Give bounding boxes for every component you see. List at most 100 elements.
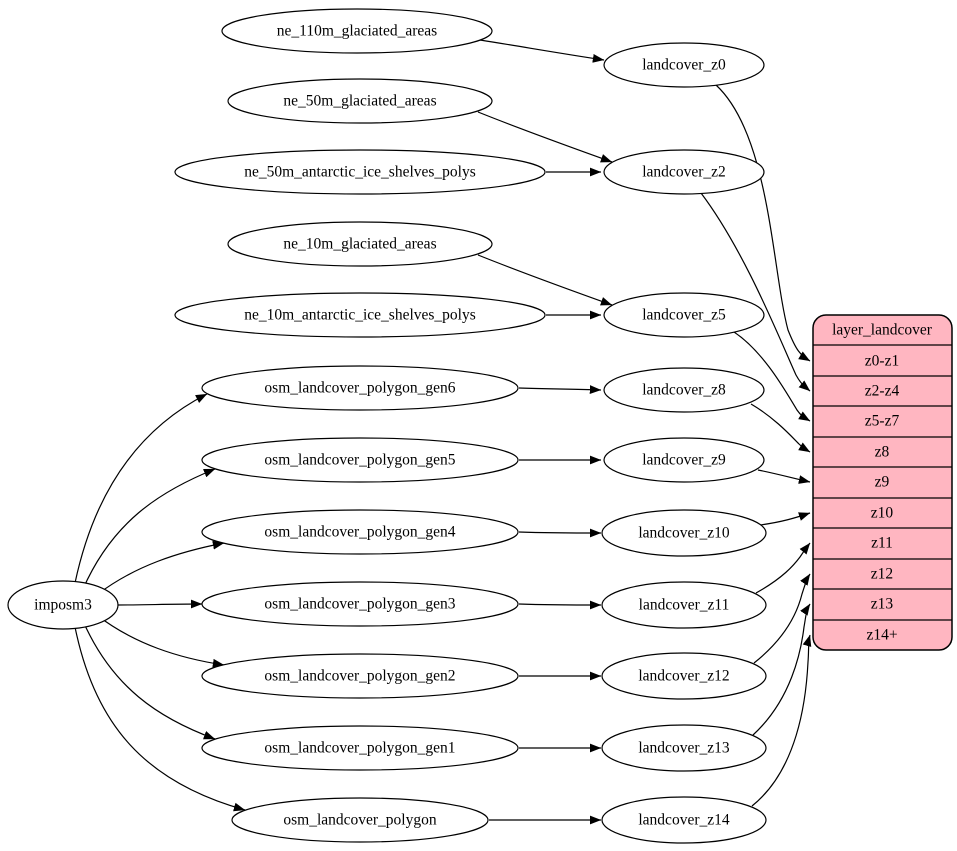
node-osm-landcover-polygon-gen4: osm_landcover_polygon_gen4 (201, 509, 519, 555)
ellipse-shape (603, 42, 765, 88)
node-label: osm_landcover_polygon_gen5 (264, 452, 455, 469)
edge-imposm3-to-gen1 (82, 620, 216, 740)
node-label: osm_landcover_polygon_gen4 (264, 524, 455, 541)
node-landcover-z14: landcover_z14 (601, 796, 767, 844)
node-landcover-z10: landcover_z10 (601, 509, 767, 557)
edge-imposm3-to-gen2 (97, 615, 225, 668)
ellipse-shape (601, 796, 767, 844)
node-label: landcover_z5 (642, 307, 726, 324)
edge-ne110m-glaciated-to-z0 (479, 39, 605, 63)
ellipse-shape (603, 437, 765, 483)
edge-z12-to-row-z12 (753, 573, 811, 664)
node-label: ne_110m_glaciated_areas (277, 23, 437, 40)
edge-z11-to-row-z11 (755, 542, 811, 594)
node-landcover-z13: landcover_z13 (601, 724, 767, 772)
edge-gen4-to-z10 (518, 528, 602, 538)
node-label: ne_10m_antarctic_ice_shelves_polys (244, 307, 476, 324)
edge-imposm3-to-gen4 (97, 540, 225, 595)
ellipse-shape (601, 724, 767, 772)
ellipse-shape (601, 581, 767, 629)
node-ne-110m-glaciated-areas: ne_110m_glaciated_areas (221, 8, 493, 54)
edge-z13-to-row-z13 (752, 603, 811, 736)
edge-imposm3-to-gen6 (74, 393, 208, 584)
node-label: imposm3 (34, 597, 92, 614)
ellipse-shape (221, 8, 493, 54)
record-row-z5-z7: z5-z7 (865, 413, 900, 430)
node-label: landcover_z0 (642, 57, 726, 74)
node-label: osm_landcover_polygon_gen6 (264, 380, 455, 397)
edge-z8-to-row-z8 (750, 403, 811, 453)
edge-ne10m-glaciated-to-z5 (477, 254, 613, 306)
node-label: ne_50m_antarctic_ice_shelves_polys (244, 164, 476, 181)
ellipse-shape (227, 221, 493, 267)
node-osm-landcover-polygon-gen5: osm_landcover_polygon_gen5 (201, 437, 519, 483)
node-label: landcover_z14 (638, 812, 729, 829)
edge-gen3-to-z11 (518, 600, 602, 610)
node-ne-50m-antarctic-ice-shelves-polys: ne_50m_antarctic_ice_shelves_polys (174, 149, 546, 195)
ellipse-shape (603, 367, 765, 413)
edge-z2-to-row-z2-z4 (700, 192, 811, 392)
record-layer-landcover: layer_landcover z0-z1 z2-z4 z5-z7 z8 z9 … (812, 314, 953, 651)
ellipse-shape (201, 509, 519, 555)
record-row-z9: z9 (875, 474, 890, 491)
node-label: ne_50m_glaciated_areas (283, 93, 436, 110)
node-imposm3: imposm3 (7, 580, 119, 630)
record-body (812, 314, 953, 651)
record-row-z11: z11 (871, 535, 893, 552)
ellipse-shape (231, 797, 489, 843)
node-ne-10m-glaciated-areas: ne_10m_glaciated_areas (227, 221, 493, 267)
node-label: osm_landcover_polygon_gen1 (264, 740, 455, 757)
edge-gen6-to-z8 (518, 385, 602, 395)
ellipse-shape (227, 78, 493, 124)
node-osm-landcover-polygon-gen6: osm_landcover_polygon_gen6 (201, 365, 519, 411)
ellipse-shape (174, 149, 546, 195)
record-row-z12: z12 (871, 566, 893, 583)
ellipse-shape (601, 509, 767, 557)
edge-z9-to-row-z9 (757, 469, 811, 484)
node-osm-landcover-polygon-gen3: osm_landcover_polygon_gen3 (201, 581, 519, 627)
record-row-z14plus: z14+ (866, 627, 897, 644)
node-label: ne_10m_glaciated_areas (283, 236, 436, 253)
edge-imposm3-to-gen5 (82, 468, 216, 590)
ellipse-shape (603, 149, 765, 195)
node-label: landcover_z8 (642, 382, 726, 399)
node-label: osm_landcover_polygon (283, 812, 437, 829)
ellipse-shape (603, 292, 765, 338)
node-label: landcover_z12 (638, 668, 729, 685)
node-landcover-z8: landcover_z8 (603, 367, 765, 413)
record-row-z13: z13 (871, 596, 894, 613)
ellipse-shape (201, 365, 519, 411)
node-label: osm_landcover_polygon_gen3 (264, 596, 455, 613)
node-label: landcover_z9 (642, 452, 726, 469)
node-label: landcover_z10 (638, 525, 729, 542)
ellipse-shape (201, 581, 519, 627)
edge-z0-to-row-z0-z1 (715, 84, 811, 362)
ellipse-shape (201, 725, 519, 771)
node-label: landcover_z13 (638, 740, 729, 757)
node-osm-landcover-polygon-gen2: osm_landcover_polygon_gen2 (201, 653, 519, 699)
edge-z10-to-row-z10 (759, 512, 811, 526)
ellipse-shape (601, 652, 767, 700)
record-row-z8: z8 (875, 444, 890, 461)
node-landcover-z11: landcover_z11 (601, 581, 767, 629)
node-osm-landcover-polygon-gen1: osm_landcover_polygon_gen1 (201, 725, 519, 771)
ellipse-shape (201, 653, 519, 699)
edge-z14-to-row-z14plus (751, 634, 812, 807)
node-landcover-z9: landcover_z9 (603, 437, 765, 483)
node-label: landcover_z11 (639, 597, 730, 614)
node-label: landcover_z2 (642, 164, 726, 181)
node-ne-50m-glaciated-areas: ne_50m_glaciated_areas (227, 78, 493, 124)
record-row-z10: z10 (871, 505, 894, 522)
node-landcover-z5: landcover_z5 (603, 292, 765, 338)
edge-z5-to-row-z5-z7 (733, 331, 811, 422)
ellipse-shape (174, 292, 546, 338)
ellipse-shape (201, 437, 519, 483)
node-ne-10m-antarctic-ice-shelves-polys: ne_10m_antarctic_ice_shelves_polys (174, 292, 546, 338)
node-label: osm_landcover_polygon_gen2 (264, 668, 455, 685)
node-landcover-z0: landcover_z0 (603, 42, 765, 88)
node-osm-landcover-polygon: osm_landcover_polygon (231, 797, 489, 843)
node-landcover-z2: landcover_z2 (603, 149, 765, 195)
record-row-z2-z4: z2-z4 (865, 383, 900, 400)
node-landcover-z12: landcover_z12 (601, 652, 767, 700)
